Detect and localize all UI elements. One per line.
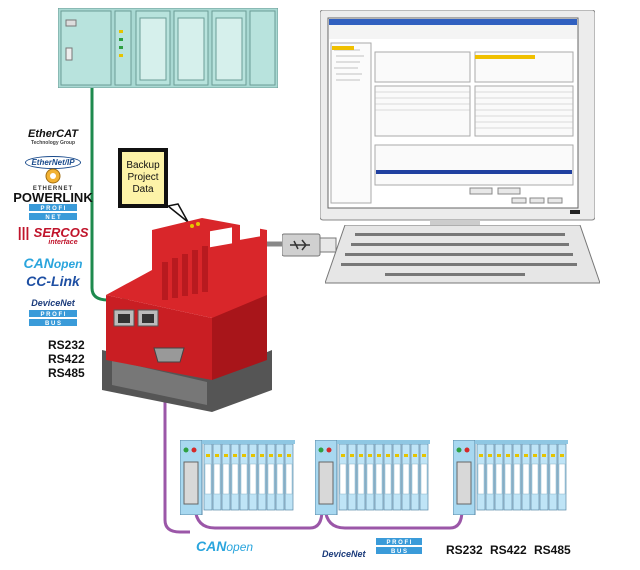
rs232-label: RS232: [48, 338, 85, 352]
note-pointer: [166, 203, 189, 223]
io-station-1: [179, 439, 295, 516]
usb-icon: [281, 233, 337, 257]
bottom-devicenet-text: DeviceNet: [322, 549, 366, 559]
devicenet-logo: DeviceNet: [8, 293, 98, 311]
bottom-canopen-can: CAN: [196, 538, 227, 554]
seal-icon: [45, 168, 61, 184]
canopen-open-text: open: [53, 257, 83, 271]
bottom-rs485-label: RS485: [534, 543, 571, 557]
sercos-sub: interface: [48, 239, 78, 246]
profibus-icon: P R O F I B U S: [29, 310, 77, 327]
profibus-logo: P R O F I B U S: [8, 310, 98, 331]
svg-text:P R O F I: P R O F I: [387, 540, 412, 546]
cclink-text: CC-Link: [26, 273, 80, 289]
io-station-2: [314, 439, 430, 516]
bottom-profibus-icon: P R O F I B U S: [376, 538, 422, 555]
keyboard-drawing: [324, 224, 601, 284]
io-station-1-drawing: [179, 439, 295, 516]
backup-note-line3: Data: [132, 184, 154, 195]
bottom-profibus-label: P R O F I B U S: [376, 538, 422, 559]
io-station-2-drawing: [314, 439, 430, 516]
keyboard: [324, 224, 601, 287]
powerlink-logo: ETHERNET POWERLINK: [8, 186, 98, 205]
rs422-label: RS422: [48, 352, 85, 366]
svg-text:N E T: N E T: [45, 215, 61, 220]
canopen-can-text: CAN: [23, 255, 54, 271]
powerlink-text: POWERLINK: [13, 190, 93, 205]
backup-project-data-note: Backup Project Data: [118, 148, 168, 208]
sercos-text: SERCOS: [33, 225, 89, 240]
bottom-rs232-label: RS232: [446, 543, 483, 557]
bottom-devicenet-label: DeviceNet: [322, 544, 366, 562]
usb-connector: [281, 232, 338, 258]
io-station-3: [452, 439, 568, 516]
canopen-logo: CANopen: [8, 255, 98, 273]
sercos-bars-icon: |||: [17, 224, 30, 240]
profinet-icon: P R O F I N E T: [29, 204, 77, 221]
ethercat-logo: EtherCAT Technology Group: [8, 128, 98, 146]
computer-monitor: [319, 9, 596, 225]
sercos-logo: ||| SERCOS interface: [8, 224, 98, 246]
io-station-3-drawing: [452, 439, 568, 516]
devicenet-text: DeviceNet: [31, 298, 75, 308]
backup-note-line2: Project: [127, 172, 159, 183]
bottom-canopen-open: open: [226, 540, 254, 554]
svg-text:P R O F I: P R O F I: [41, 206, 66, 212]
svg-text:B U S: B U S: [391, 549, 407, 554]
gateway-device: [92, 200, 277, 415]
cclink-logo: CC-Link: [8, 273, 98, 291]
bottom-canopen-label: CANopen: [196, 538, 253, 556]
rs485-label: RS485: [48, 366, 85, 380]
svg-text:P R O F I: P R O F I: [41, 312, 66, 318]
svg-text:B U S: B U S: [45, 321, 61, 326]
backup-note-line1: Backup: [126, 160, 160, 171]
fieldbus-cable: [163, 365, 464, 534]
monitor-drawing: [319, 9, 596, 225]
plc-rack-drawing: [57, 7, 279, 89]
powerlink-top-text: ETHERNET: [32, 186, 74, 192]
bottom-rs422-label: RS422: [490, 543, 527, 557]
ethercat-sub: Technology Group: [30, 140, 76, 146]
odva-seal: [8, 168, 98, 189]
plc-rack: [57, 7, 279, 89]
gateway-drawing: [102, 218, 272, 412]
ethercat-text: EtherCAT: [28, 128, 78, 140]
profinet-logo: P R O F I N E T: [8, 204, 98, 225]
